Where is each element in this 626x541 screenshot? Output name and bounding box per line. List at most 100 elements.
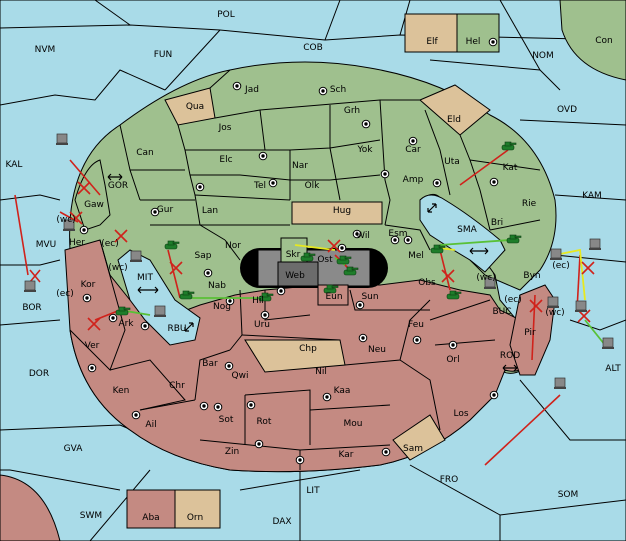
red-region-label: Nil (315, 367, 327, 377)
move-arrow-icon (14, 194, 29, 276)
red-region-label: Eun (325, 292, 342, 302)
move-arrow-icon (439, 249, 451, 291)
support-line-icon (584, 319, 606, 346)
red-region-label: Bar (202, 359, 218, 369)
army-icon[interactable] (115, 306, 131, 316)
army-icon[interactable] (300, 252, 316, 262)
fleet-icon[interactable] (56, 133, 68, 145)
green-region-label: Sch (330, 85, 346, 95)
fleet-icon[interactable] (589, 238, 601, 250)
tan-region-label: Hug (333, 206, 351, 216)
red-region-label: Nab (208, 281, 226, 291)
red-region-label: Ver (85, 341, 100, 351)
region-gaw[interactable] (74, 159, 111, 231)
supply-center-icon (403, 235, 413, 245)
sea-region-label: NOM (532, 51, 554, 61)
red-region-label: Mou (344, 419, 363, 429)
red-region-label: Hil (252, 296, 264, 306)
green-region-label: Esm (388, 229, 407, 239)
fleet-icon[interactable] (154, 305, 166, 317)
green-region-label: Gaw (84, 200, 104, 210)
sea-region-label: DOR (29, 369, 49, 379)
supply-center-icon (199, 401, 209, 411)
army-icon[interactable] (430, 244, 446, 254)
army-icon[interactable] (336, 255, 352, 265)
fleet-icon[interactable] (63, 219, 75, 231)
fleet-icon[interactable] (547, 296, 559, 308)
tan-region-label: Chp (299, 344, 317, 354)
green-region-label: Hel (466, 37, 481, 47)
coast-tag-label: (ec) (552, 261, 570, 271)
region-sam[interactable] (392, 414, 446, 461)
supply-center-icon (489, 177, 499, 187)
army-icon[interactable] (343, 266, 359, 276)
coast-tag-label: (ec) (504, 295, 522, 305)
fleet-icon[interactable] (484, 277, 496, 289)
supply-center-icon (150, 207, 160, 217)
supply-center-icon (361, 119, 371, 129)
region-elf[interactable] (404, 13, 458, 53)
convoy-arrow-icon (294, 244, 336, 251)
supply-center-icon (195, 182, 205, 192)
coast-tag-label: (wc) (545, 308, 564, 318)
fleet-icon[interactable] (575, 300, 587, 312)
army-icon[interactable] (258, 292, 274, 302)
red-region-label: Ken (113, 386, 130, 396)
red-region-label: Ark (118, 319, 134, 329)
sea-region-label: SMA (457, 225, 477, 235)
convoy-arrow-icon (554, 248, 586, 301)
support-line-icon (439, 239, 511, 246)
supply-center-icon (358, 333, 368, 343)
supply-center-icon (318, 86, 328, 96)
tan-region-label: Elf (426, 37, 438, 47)
fleet-icon[interactable] (554, 377, 566, 389)
green-region-label: Can (136, 148, 154, 158)
region-eld[interactable] (419, 84, 491, 136)
region-web[interactable] (277, 261, 319, 287)
supply-center-icon (489, 390, 499, 400)
army-icon[interactable] (323, 284, 339, 294)
sea-region-label: Con (595, 36, 613, 46)
fleet-icon[interactable] (24, 280, 36, 292)
green-region-label: Elc (219, 155, 232, 165)
sea-region-label: ALT (605, 364, 621, 374)
red-region-label: Kar (339, 450, 354, 460)
army-icon[interactable] (179, 290, 195, 300)
supply-center-icon (258, 151, 268, 161)
supply-center-icon (432, 178, 442, 188)
supply-center-icon (108, 313, 118, 323)
fleet-icon[interactable] (550, 248, 562, 260)
supply-center-icon (448, 340, 458, 350)
supply-center-icon (79, 225, 89, 235)
supply-center-icon (408, 136, 418, 146)
army-icon[interactable] (501, 141, 517, 151)
dislodged-cross-icon (29, 269, 41, 283)
green-region-label: Rie (522, 199, 537, 209)
region-aba[interactable] (126, 489, 176, 529)
supply-center-icon (352, 229, 362, 239)
sea-region-label: GOR (108, 181, 128, 191)
region-orn[interactable] (174, 489, 221, 529)
green-region-label: Jad (244, 85, 259, 95)
fleet-icon[interactable] (602, 337, 614, 349)
region-hug[interactable] (291, 201, 383, 225)
sea-region-label: OVD (557, 105, 577, 115)
fleet-icon[interactable] (130, 250, 142, 262)
army-icon[interactable] (446, 290, 462, 300)
supply-center-icon (246, 400, 256, 410)
army-icon[interactable] (164, 240, 180, 250)
green-region-label: Grh (344, 106, 360, 116)
sea-region-label: RBU (167, 324, 186, 334)
red-region-label: Obs (418, 278, 436, 288)
sea-region-label: MIT (137, 273, 153, 283)
gray-region-label: Web (285, 271, 305, 281)
dislodged-markers (29, 181, 595, 331)
sea-region-label: MVU (36, 240, 57, 250)
supply-center-icon (87, 363, 97, 373)
sea-region-label: ROD (500, 351, 520, 361)
region-pir[interactable] (509, 284, 556, 376)
sea-region-label: COB (303, 43, 323, 53)
army-icon[interactable] (506, 234, 522, 244)
land-borders (69, 69, 541, 470)
